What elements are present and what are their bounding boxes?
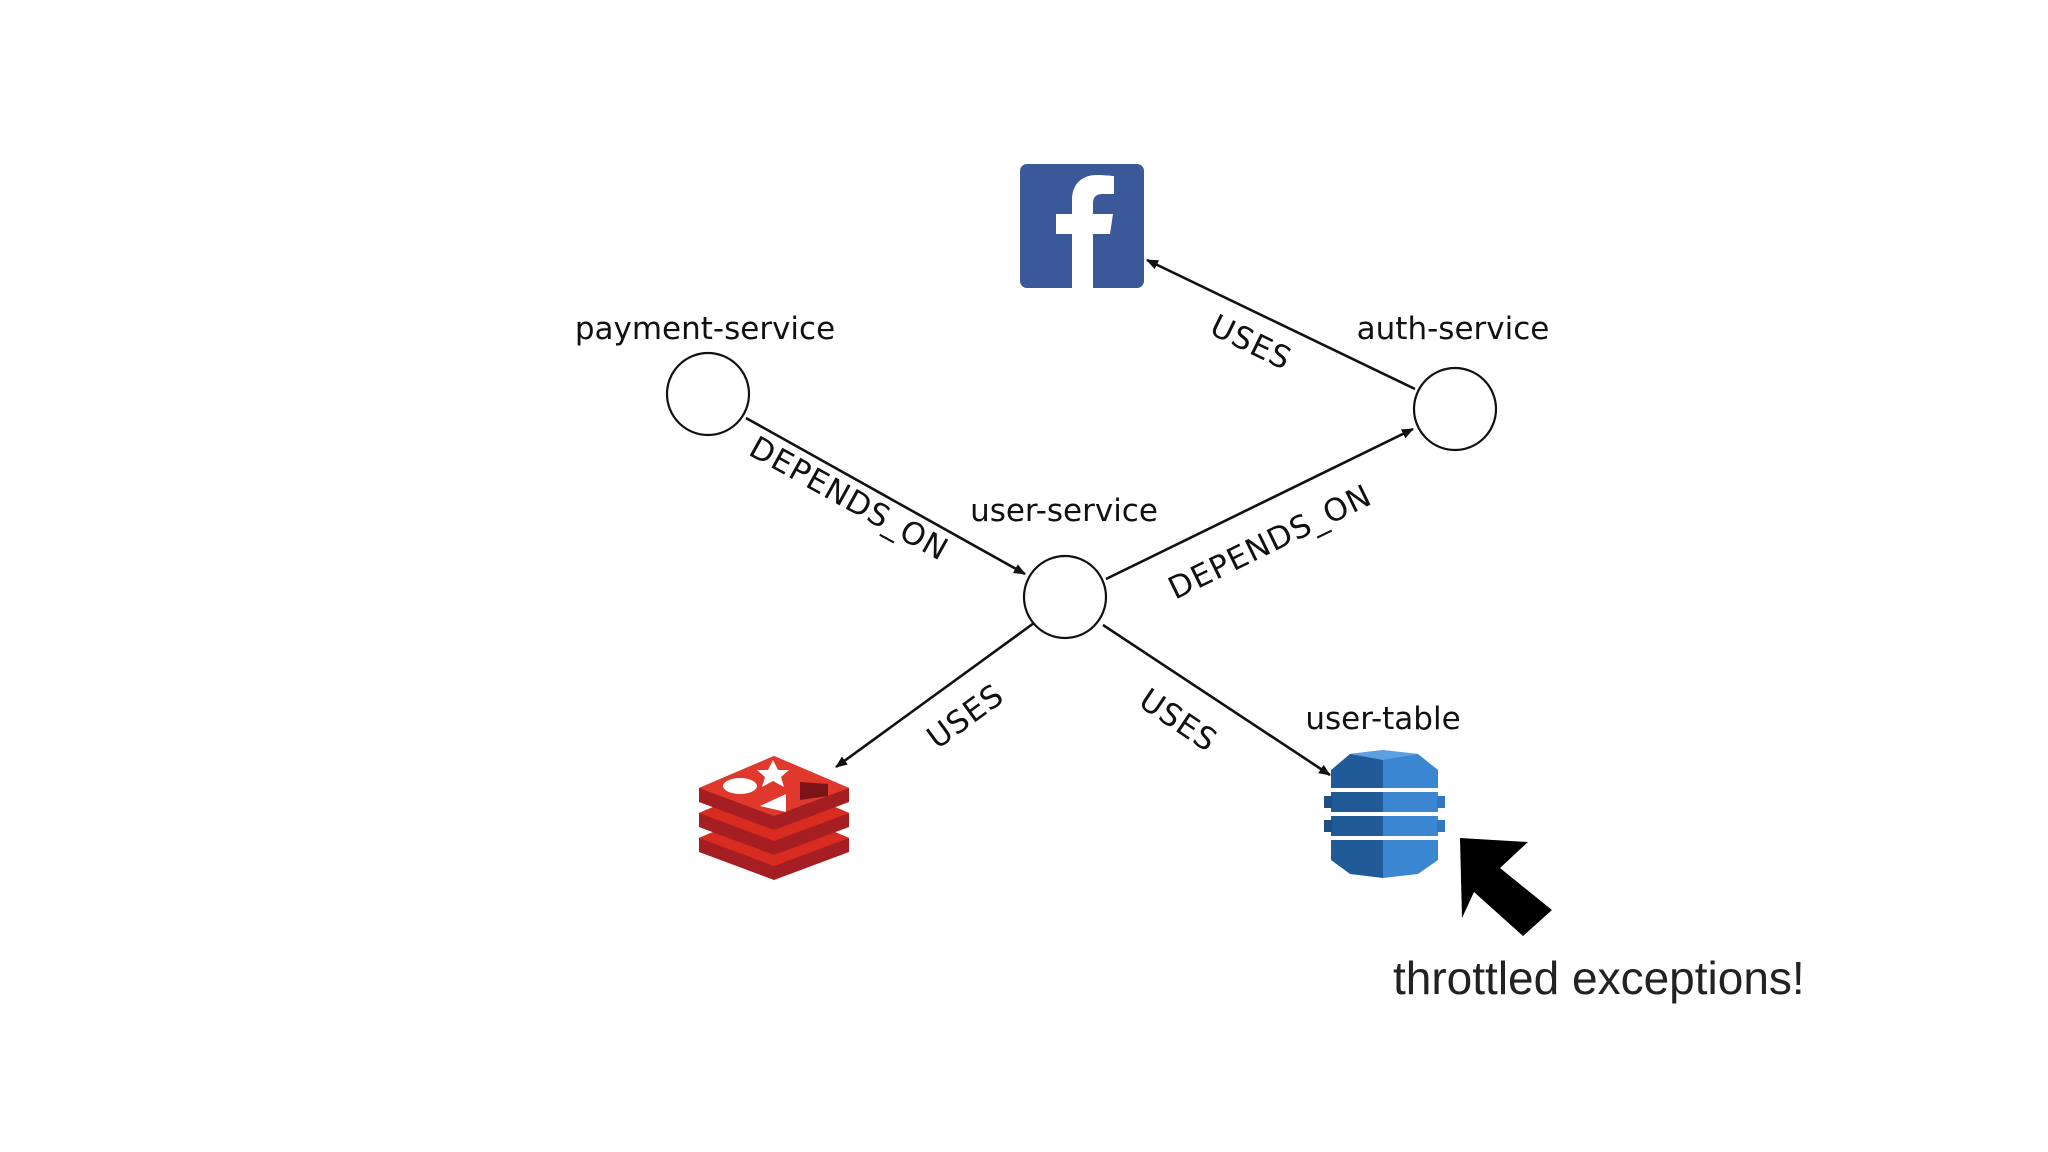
node-user-service xyxy=(1022,554,1108,640)
facebook-logo-icon xyxy=(1020,164,1144,288)
node-label-payment-service: payment-service xyxy=(575,311,835,347)
dynamodb-logo-icon xyxy=(1324,750,1445,878)
edge-user-to-table xyxy=(1102,623,1331,777)
node-auth-service xyxy=(1412,366,1498,452)
edge-label-auth-to-facebook: USES xyxy=(1204,308,1297,378)
node-payment-service xyxy=(665,351,751,437)
redis-logo-icon xyxy=(699,756,849,880)
edge-user-to-auth xyxy=(1105,427,1414,581)
edge-auth-to-facebook xyxy=(1146,258,1416,391)
edge-user-to-redis xyxy=(835,621,1035,769)
edge-label-user-to-auth: DEPENDS_ON xyxy=(1163,478,1378,607)
node-label-auth-service: auth-service xyxy=(1357,311,1550,347)
arrow-pointer-icon xyxy=(1460,838,1552,936)
edge-payment-to-user xyxy=(745,416,1026,576)
node-label-user-service: user-service xyxy=(970,493,1158,529)
annotation-throttled-exceptions: throttled exceptions! xyxy=(1393,952,1805,1004)
edge-label-user-to-table: USES xyxy=(1133,682,1224,760)
edge-label-payment-to-user: DEPENDS_ON xyxy=(743,430,954,569)
node-label-user-table: user-table xyxy=(1305,701,1460,737)
edge-label-user-to-redis: USES xyxy=(921,677,1011,756)
